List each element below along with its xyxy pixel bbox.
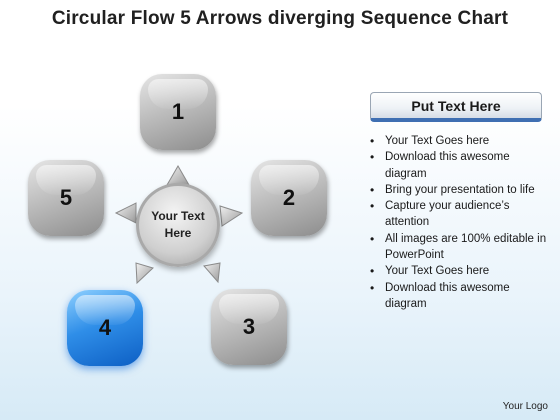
arrow-to-node-3 — [203, 262, 221, 284]
panel-heading[interactable]: Put Text Here — [370, 92, 542, 122]
node-label-2: 2 — [282, 185, 296, 210]
flow-node-3[interactable]: 3 — [211, 289, 287, 365]
node-label-4: 4 — [98, 315, 112, 340]
arrow-to-node-5 — [114, 202, 137, 224]
bullet-list: Your Text Goes here Download this awesom… — [368, 133, 552, 312]
node-label-5: 5 — [59, 185, 73, 210]
bullet-item: Capture your audience’s attention — [368, 198, 552, 231]
bullet-item: Download this awesome diagram — [368, 149, 552, 182]
flow-node-4[interactable]: 4 — [67, 290, 143, 366]
logo-text: Your Logo — [502, 401, 548, 412]
bullet-item: Download this awesome diagram — [368, 280, 552, 313]
bullet-item: Bring your presentation to life — [368, 182, 552, 199]
slide-title: Circular Flow 5 Arrows diverging Sequenc… — [51, 8, 509, 29]
flow-node-1[interactable]: 1 — [140, 74, 216, 150]
flow-node-2[interactable]: 2 — [251, 160, 327, 236]
center-hub[interactable]: Your Text Here — [136, 183, 220, 267]
bullet-item: All images are 100% editable in PowerPoi… — [368, 231, 552, 264]
arrow-to-node-4 — [135, 262, 154, 285]
arrow-to-node-2 — [219, 205, 244, 227]
bullet-item: Your Text Goes here — [368, 263, 552, 280]
node-label-1: 1 — [171, 99, 185, 124]
bullet-item: Your Text Goes here — [368, 133, 552, 150]
flow-node-5[interactable]: 5 — [28, 160, 104, 236]
node-label-3: 3 — [242, 314, 256, 339]
